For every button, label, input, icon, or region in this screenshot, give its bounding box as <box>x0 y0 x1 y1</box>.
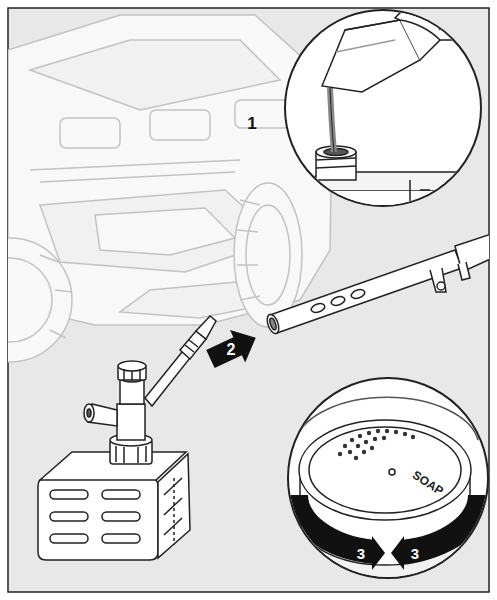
part-label: SOAP <box>410 469 445 498</box>
spray-wand <box>265 232 489 335</box>
callout-number: 3 <box>357 546 365 561</box>
callout-number: 1 <box>247 115 256 132</box>
pour-inset <box>285 0 481 260</box>
soap-bottle <box>38 316 216 560</box>
frame <box>8 8 489 592</box>
callout-number: 2 <box>227 342 236 358</box>
cap-inset <box>288 378 488 600</box>
callout-number: 3 <box>411 546 419 561</box>
